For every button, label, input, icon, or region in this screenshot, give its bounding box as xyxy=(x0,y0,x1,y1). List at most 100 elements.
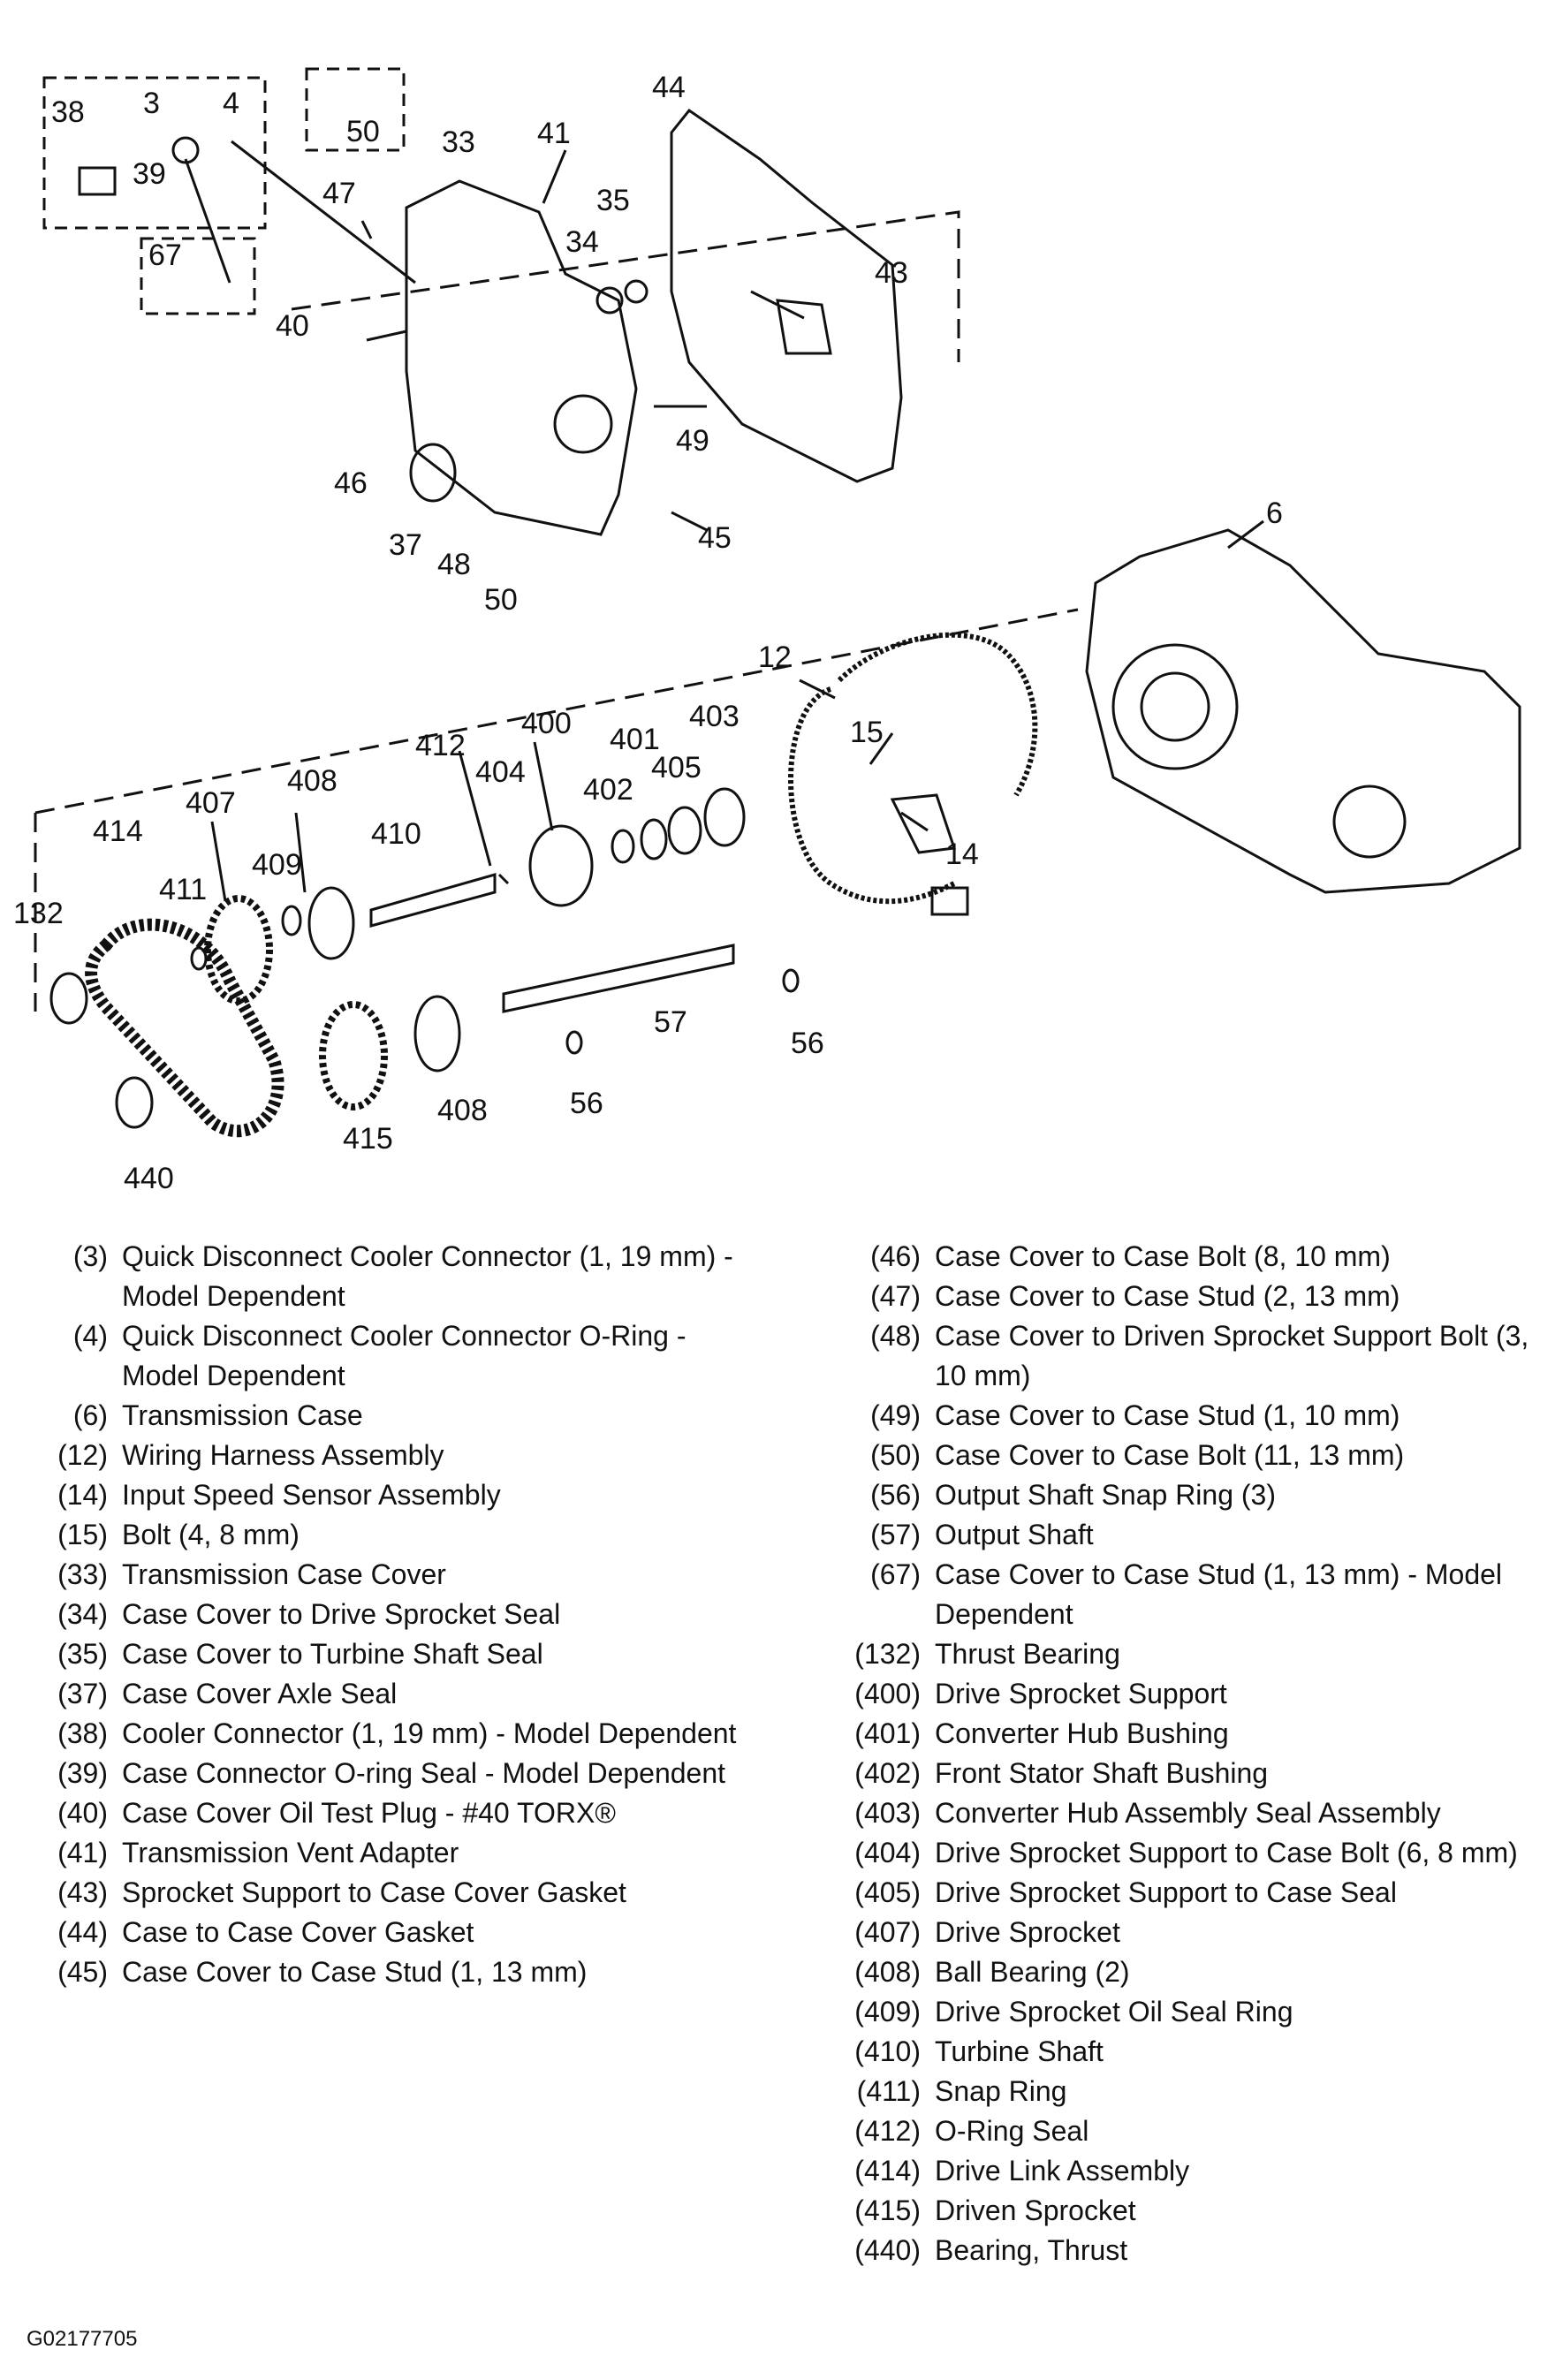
callout-410: 410 xyxy=(371,817,421,851)
leader-lines xyxy=(184,140,1264,902)
legend-item-number: (38) xyxy=(57,1717,108,1749)
legend-item-description: Snap Ring xyxy=(935,2075,1067,2107)
legend-item: (35)Case Cover to Turbine Shaft Seal xyxy=(27,1634,769,1674)
callout-56-right: 56 xyxy=(791,1027,824,1060)
ball-bearing-408-lower xyxy=(413,995,461,1073)
callout-403: 403 xyxy=(689,700,740,733)
case-bore xyxy=(1111,643,1239,770)
legend-item-number: (400) xyxy=(854,1678,921,1709)
legend-item: (40)Case Cover Oil Test Plug - #40 TORX® xyxy=(27,1793,769,1833)
legend-item: (405)Drive Sprocket Support to Case Seal xyxy=(839,1873,1546,1913)
legend-item: (56)Output Shaft Snap Ring (3) xyxy=(839,1475,1546,1515)
legend-item: (411)Snap Ring xyxy=(839,2072,1546,2111)
legend-item-description: Drive Sprocket Support xyxy=(935,1678,1227,1709)
legend-item-description: Quick Disconnect Cooler Connector (1, 19… xyxy=(122,1240,733,1312)
legend-item-number: (407) xyxy=(854,1916,921,1948)
legend-item: (43) Sprocket Support to Case Cover Gaske… xyxy=(27,1873,769,1913)
legend-item-number: (57) xyxy=(870,1519,921,1550)
seal-35 xyxy=(624,279,649,304)
legend-item-number: (50) xyxy=(870,1439,921,1471)
legend-item-number: (48) xyxy=(870,1320,921,1352)
legend-item: (401)Converter Hub Bushing xyxy=(839,1714,1546,1754)
seal-403 xyxy=(703,787,746,847)
legend-item-number: (43) xyxy=(57,1876,108,1908)
legend-item-number: (12) xyxy=(57,1439,108,1471)
snap-ring-411 xyxy=(190,946,208,971)
legend-item-number: (415) xyxy=(854,2194,921,2226)
legend-right-column: (46)Case Cover to Case Bolt (8, 10 mm)(4… xyxy=(839,1237,1546,2270)
thrust-bearing-132 xyxy=(49,972,88,1025)
legend-item: (46) Case Cover to Case Bolt (8, 10 mm) xyxy=(839,1237,1546,1277)
legend-item: (402)Front Stator Shaft Bushing xyxy=(839,1754,1546,1793)
callout-44: 44 xyxy=(652,71,686,104)
callout-414: 414 xyxy=(93,815,143,848)
exploded-view-diagram: 38 3 4 39 67 50 47 33 41 44 35 34 43 40 … xyxy=(13,67,1521,1195)
legend-item-description: Case Cover to Case Bolt (8, 10 mm) xyxy=(935,1240,1391,1272)
thrust-bearing-440 xyxy=(115,1076,154,1129)
seal-ring-409 xyxy=(281,905,302,936)
callout-38: 38 xyxy=(51,95,85,129)
legend-item-description: Drive Sprocket Oil Seal Ring xyxy=(935,1996,1293,2028)
detail-box-bolt-50 xyxy=(305,67,406,152)
callout-407: 407 xyxy=(186,786,236,820)
callout-50-top: 50 xyxy=(346,115,380,148)
callout-409: 409 xyxy=(252,848,302,882)
transmission-case-part xyxy=(1085,528,1521,894)
legend-item: (3) Quick Disconnect Cooler Connector (1,… xyxy=(27,1237,769,1316)
legend-left-column: (3) Quick Disconnect Cooler Connector (1,… xyxy=(27,1237,769,1992)
legend-item-number: (6) xyxy=(72,1399,108,1431)
case-bore-inner xyxy=(1140,671,1210,742)
legend-item-number: (40) xyxy=(57,1797,108,1829)
detail-box-stud-67 xyxy=(140,237,256,315)
legend-item: (403)Converter Hub Assembly Seal Assembl… xyxy=(839,1793,1546,1833)
legend-item: (38)Cooler Connector (1, 19 mm) - Model … xyxy=(27,1714,769,1754)
legend-item: (41)Transmission Vent Adapter xyxy=(27,1833,769,1873)
speed-sensor-part xyxy=(890,793,957,854)
callout-46: 46 xyxy=(334,466,368,500)
callout-56-lower: 56 xyxy=(570,1087,603,1120)
legend-item-description: Ball Bearing (2) xyxy=(935,1956,1130,1988)
legend-item-number: (440) xyxy=(854,2234,921,2266)
callout-50-bottom: 50 xyxy=(484,583,518,617)
bushing-402 xyxy=(611,829,635,864)
legend-item-description: Case Cover to Drive Sprocket Seal xyxy=(122,1598,561,1630)
legend-item: (4)Quick Disconnect Cooler Connector O-R… xyxy=(27,1316,769,1396)
connector-3 xyxy=(171,136,200,164)
legend-item-description: Case Cover to Case Stud (2, 13 mm) xyxy=(935,1280,1400,1312)
callout-3: 3 xyxy=(143,87,160,120)
detail-box-cooler-connector xyxy=(42,76,267,230)
legend-item-description: Drive Sprocket Support to Case Bolt (6, … xyxy=(935,1837,1518,1868)
legend-item-number: (3) xyxy=(72,1240,108,1272)
legend-item: (440)Bearing, Thrust xyxy=(839,2231,1546,2270)
legend-item-description: Case Cover to Turbine Shaft Seal xyxy=(122,1638,543,1670)
legend-item: (407)Drive Sprocket xyxy=(839,1913,1546,1952)
legend-item-number: (46) xyxy=(870,1240,921,1272)
callout-45: 45 xyxy=(698,521,732,555)
legend-item-number: (402) xyxy=(854,1757,921,1789)
legend-item-number: (132) xyxy=(854,1638,921,1670)
upper-explode-plane xyxy=(291,210,960,362)
legend-item-number: (39) xyxy=(57,1757,108,1789)
callout-412: 412 xyxy=(415,729,466,762)
legend-item-number: (409) xyxy=(854,1996,921,2028)
callout-33: 33 xyxy=(442,125,475,159)
legend-item-description: Sprocket Support to Case Cover Gasket xyxy=(122,1876,626,1908)
wiring-harness-part xyxy=(788,632,1038,905)
legend-item-description: Output Shaft xyxy=(935,1519,1094,1550)
sprocket-support-400 xyxy=(528,824,594,907)
callout-12: 12 xyxy=(758,640,792,674)
legend-item-description: Driven Sprocket xyxy=(935,2194,1136,2226)
legend-item: (14)Input Speed Sensor Assembly xyxy=(27,1475,769,1515)
callout-67: 67 xyxy=(148,239,182,272)
legend-item-description: Case Cover to Driven Sprocket Support Bo… xyxy=(935,1320,1529,1391)
callout-402: 402 xyxy=(583,773,633,807)
turbine-shaft-410 xyxy=(369,873,497,928)
legend-item-number: (408) xyxy=(854,1956,921,1988)
seal-34 xyxy=(595,286,624,315)
legend-item-description: Thrust Bearing xyxy=(935,1638,1120,1670)
legend-item: (37)Case Cover Axle Seal xyxy=(27,1674,769,1714)
legend-item-description: Bolt (4, 8 mm) xyxy=(122,1519,300,1550)
legend-item: (409) Drive Sprocket Oil Seal Ring xyxy=(839,1992,1546,2032)
callout-408-upper: 408 xyxy=(287,764,338,798)
callout-401: 401 xyxy=(610,723,660,756)
